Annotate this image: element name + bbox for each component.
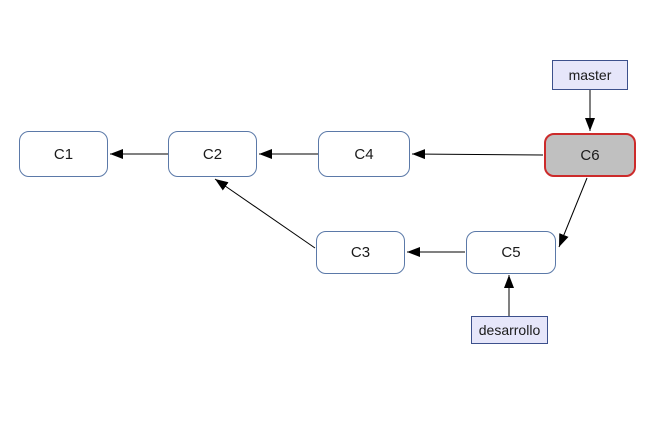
node-label: C2 [202, 145, 223, 163]
edge-c6-to-c4 [411, 149, 544, 160]
edge-c3-to-c2 [214, 178, 316, 249]
commit-node-c3: C3 [316, 231, 405, 274]
branch-label-master: master [552, 60, 628, 90]
commit-node-c2: C2 [168, 131, 257, 177]
node-label: C3 [350, 244, 371, 261]
node-label: desarrollo [478, 322, 541, 338]
commit-node-c1: C1 [19, 131, 108, 177]
node-label: C6 [580, 146, 600, 164]
node-label: C5 [501, 244, 521, 261]
branch-label-desarrollo: desarrollo [471, 316, 548, 344]
node-label: C1 [53, 145, 74, 163]
node-label: master [568, 67, 612, 83]
commit-node-c4: C4 [318, 131, 410, 177]
commit-node-c6: C6 [544, 133, 636, 177]
node-label: C4 [354, 145, 374, 163]
commit-node-c5: C5 [466, 231, 556, 274]
edge-c6-to-c5 [558, 177, 588, 248]
